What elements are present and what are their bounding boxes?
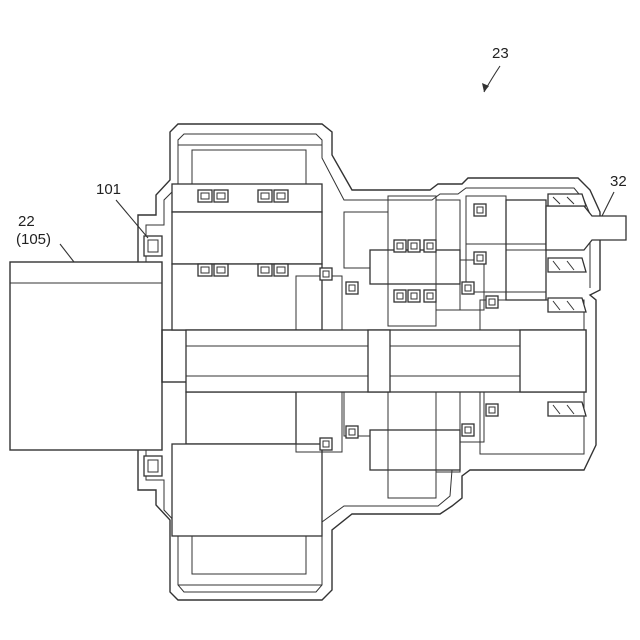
label-output-shaft: 32	[610, 173, 627, 190]
upper-gear-block	[172, 145, 342, 330]
lower-gear-block	[172, 392, 342, 585]
carrier-lower	[344, 392, 484, 498]
label-23-group: 23	[482, 45, 509, 92]
label-assembly: 23	[492, 45, 509, 62]
label-motor-ref: (105)	[16, 231, 51, 248]
label-32-group: 32	[602, 173, 627, 216]
output-shaft	[546, 206, 626, 250]
carrier-upper	[344, 196, 484, 326]
label-22-group: 22 (105)	[16, 213, 74, 262]
main-shaft	[186, 330, 586, 392]
motor-housing	[10, 262, 188, 450]
label-seal: 101	[96, 181, 121, 198]
label-101-group: 101	[96, 181, 148, 238]
label-motor: 22	[18, 213, 35, 230]
